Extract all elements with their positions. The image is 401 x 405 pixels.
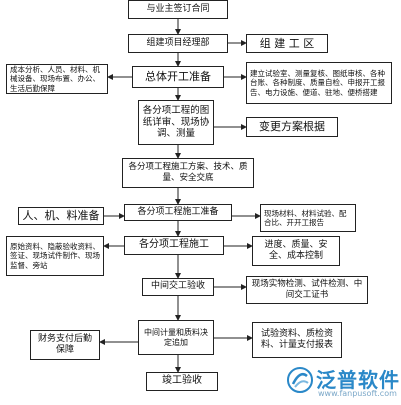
right-prep-box: 建立试验室、测量复核、图纸审核、各种台账、各种制度、质量自检、申报开工报告、电力… bbox=[246, 62, 392, 104]
mid-detail-box: 现场实物检测、试件检测、中间交工证书 bbox=[246, 276, 368, 304]
watermark-url: www.fanpusoft.com bbox=[318, 389, 397, 398]
mid-accept-box: 中间交工验收 bbox=[142, 278, 214, 296]
site-box: 组 建 工 区 bbox=[246, 34, 328, 53]
drawing-box: 各分项工程的图纸详审、现场协调、测量 bbox=[138, 100, 214, 145]
change-box: 变更方案根据 bbox=[246, 117, 338, 137]
fanpu-logo-icon bbox=[287, 367, 313, 393]
people-box: 人、机、料准备 bbox=[18, 207, 104, 225]
sub-prep-box: 各分项工程施工准备 bbox=[124, 204, 232, 221]
construct-box: 各分项工程施工 bbox=[124, 236, 224, 255]
contract-box: 与业主签订合同 bbox=[128, 0, 228, 19]
watermark: 泛普软件 www.fanpusoft.com bbox=[286, 362, 400, 402]
left-construct-box: 原始资料、隐蔽验收资料、签证、现场试件制作、现场监督、旁站 bbox=[6, 236, 104, 276]
payment-box: 中间计量和质料决定追加 bbox=[138, 320, 214, 355]
finance-box: 财务支付后勤保障 bbox=[30, 330, 100, 360]
prep-box: 总体开工准备 bbox=[132, 66, 224, 88]
org-box: 组建项目经理部 bbox=[128, 34, 228, 53]
final-box: 竣工验收 bbox=[146, 372, 218, 391]
material-check-box: 现场材料、材料试验、配合比、开开工报告 bbox=[260, 204, 356, 232]
watermark-brand: 泛普软件 bbox=[316, 368, 400, 392]
tech-box: 各分项工程施工方案、技术、质量、安全交底 bbox=[122, 158, 254, 188]
docs-box: 试验资料、质检资料、计量支付报表 bbox=[252, 322, 342, 358]
left-prep-box: 成本分析、人员、材料、机械设备、现场布置、办公、生活后勤保障 bbox=[6, 64, 108, 94]
progress-box: 进度、质量、安全、成本控制 bbox=[252, 236, 340, 266]
